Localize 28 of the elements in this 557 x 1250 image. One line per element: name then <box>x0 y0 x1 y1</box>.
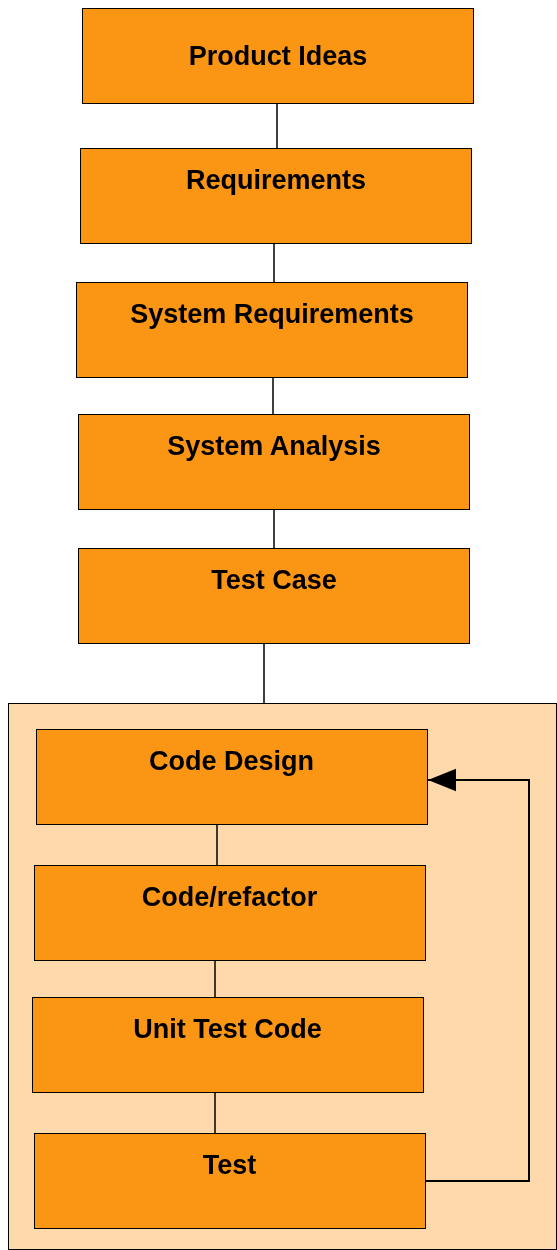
process-box <box>35 728 428 825</box>
process-box <box>33 864 426 961</box>
box-label: Unit Test Code <box>132 1013 323 1045</box>
process-box <box>33 1132 426 1229</box>
box-label: Test Case <box>210 565 338 596</box>
connector-line <box>273 243 275 283</box>
box-label: Test <box>201 1149 258 1181</box>
arrow <box>425 768 530 1182</box>
box-label: Product Ideas <box>187 41 369 72</box>
box-label: System Requirements <box>129 299 415 330</box>
process-box <box>31 996 424 1093</box>
connector-line <box>273 509 275 549</box>
connector-line <box>272 377 274 415</box>
process-box <box>82 8 474 104</box>
box-label: Code Design <box>148 745 315 777</box>
process-box <box>78 414 470 510</box>
connector-line <box>214 1092 216 1134</box>
group-box <box>8 703 557 1250</box>
box-label: System Analysis <box>166 431 382 462</box>
connector-line <box>214 960 216 998</box>
process-box <box>78 548 470 644</box>
connector-line <box>276 103 278 149</box>
process-box <box>80 148 472 244</box>
process-box <box>76 282 468 378</box>
connector-line <box>216 824 218 866</box>
box-label: Requirements <box>184 165 368 196</box>
connector-line <box>263 643 265 704</box>
box-label: Code/refactor <box>140 881 319 913</box>
